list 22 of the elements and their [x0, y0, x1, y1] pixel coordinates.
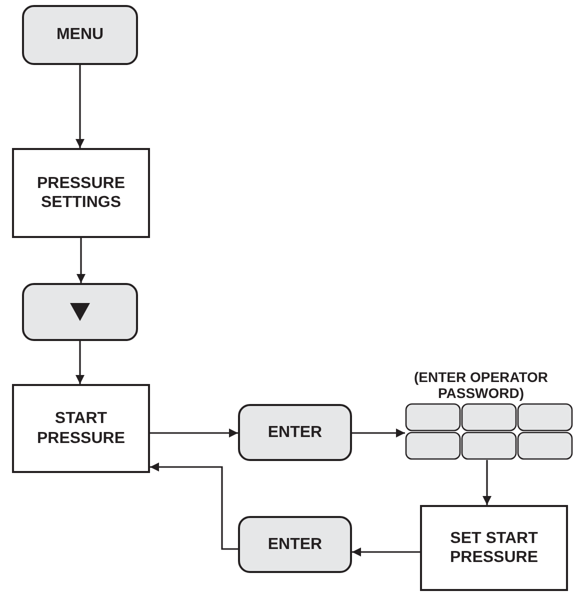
key-button [238, 404, 352, 461]
arrow [352, 548, 420, 556]
process-box [12, 148, 150, 238]
key-button [22, 283, 138, 341]
node-label: PRESSURE SETTINGS [36, 174, 126, 212]
process-box [420, 505, 568, 591]
arrow [352, 428, 405, 438]
process-box [12, 384, 150, 473]
node-label: ENTER [266, 534, 324, 554]
arrow [150, 428, 238, 438]
arrow [76, 238, 86, 283]
key-button [22, 5, 138, 65]
node-label: (ENTER OPERATOR PASSWORD) [412, 368, 550, 401]
arrow [482, 460, 492, 505]
arrow [76, 65, 84, 148]
node-label: START PRESSURE [36, 409, 126, 448]
node-label: SET START PRESSURE [448, 528, 540, 568]
key-button [238, 516, 352, 573]
arrow [76, 341, 84, 384]
node-label: ENTER [266, 422, 324, 442]
arrow [150, 462, 238, 550]
node-label: MENU [55, 25, 105, 45]
